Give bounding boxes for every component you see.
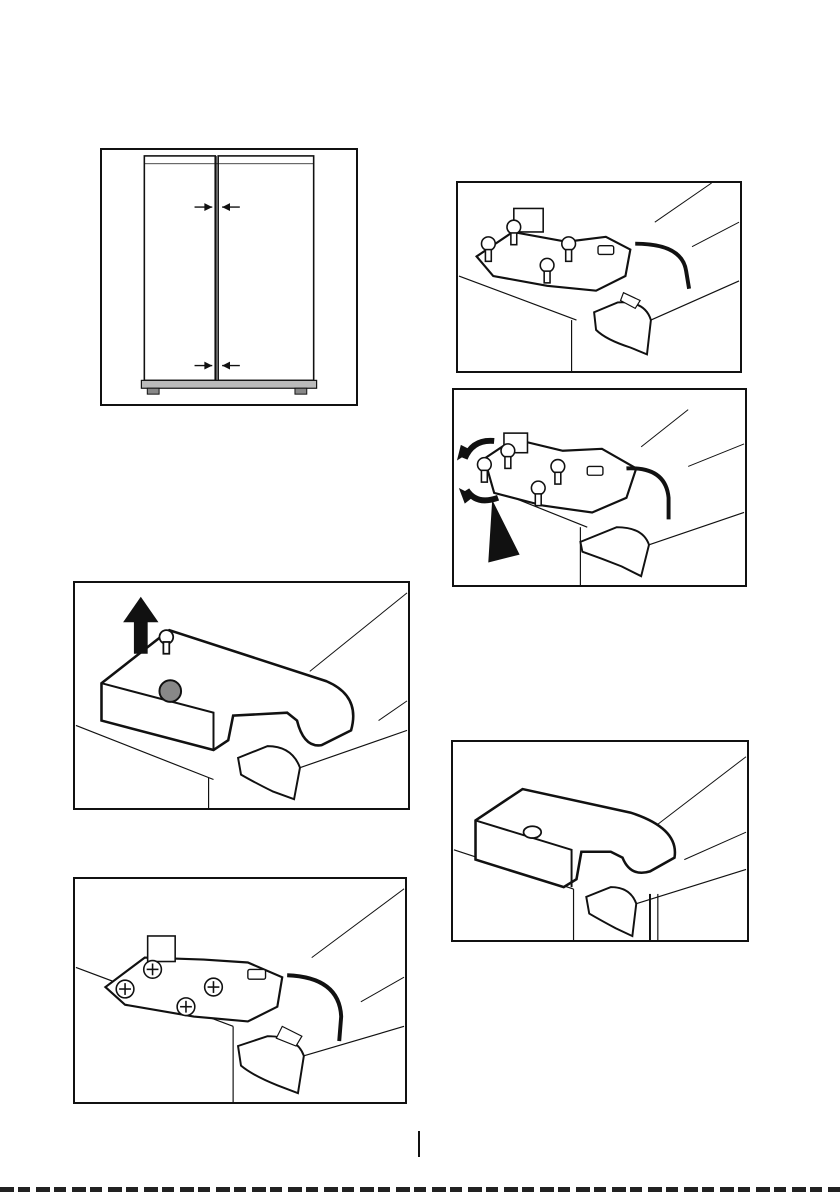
bottom-edge-strip [0,1187,840,1192]
hinge-unscrew-rotation-illustration [454,390,745,585]
figure-hinge-screws-top-right [456,181,742,373]
hinge-plate-screws-illustration [75,879,405,1102]
hinge-cover-installed-illustration [453,742,747,940]
figure-hinge-cover-lift [73,581,410,810]
page-separator-mark [418,1131,420,1157]
figure-hinge-screws-bottom-left [73,877,407,1104]
refrigerator-doors-gap-illustration [102,150,356,404]
figure-hinge-screws-rotate [452,388,747,587]
hinge-cover-remove-illustration [75,583,408,808]
hinge-plate-screws-illustration [458,183,740,371]
figure-doors-front-gap [100,148,358,406]
figure-hinge-cover-installed [451,740,749,942]
